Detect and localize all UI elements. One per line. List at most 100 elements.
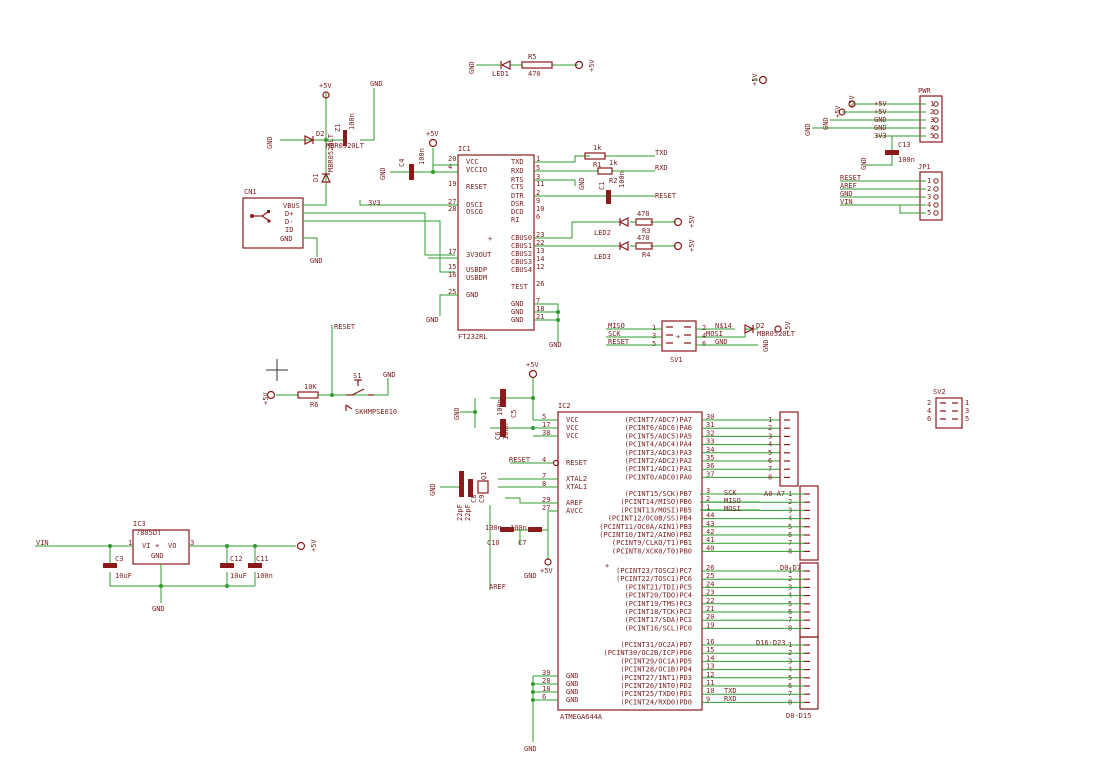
led3-ref: LED3 — [594, 253, 611, 261]
mcu-left-pin-name: AREF — [566, 499, 583, 507]
mcu-right-pin-name: (PCINT21/TDI)PC5 — [625, 583, 692, 591]
c7-ref: C7 — [518, 539, 526, 547]
ft-right-pin-num: 6 — [536, 213, 540, 221]
power-input-diodes: +5V GND GND D2 Z1 100n MBR0520LT D1 MBR0… — [266, 80, 383, 183]
ft-right-pin-name: DCD — [511, 208, 524, 216]
mcu-left-pin-num: 39 — [542, 669, 550, 677]
mcu-right-pin-name: (PCINT16/SCL)PC0 — [625, 624, 692, 632]
c3-ref: C3 — [115, 555, 123, 563]
jp-pin-icon — [933, 202, 939, 208]
mcu-left-pin-num: 27 — [542, 504, 550, 512]
mcu-left-pin-name: GND — [566, 696, 579, 704]
pwr-pin-icon — [933, 117, 939, 123]
ft-right-pin-num: 5 — [536, 164, 540, 172]
r5-val: 470 — [528, 70, 541, 78]
sv1-reset: RESET — [608, 338, 630, 346]
mcu-right-pin-num: 11 — [706, 679, 714, 687]
ft-right-pin-name: RXD — [511, 167, 524, 175]
mcu-right-pin-num: 41 — [706, 536, 714, 544]
mcu-right-pin-num: 31 — [706, 421, 714, 429]
r3-ref: R3 — [642, 227, 650, 235]
c6-val: 100n — [502, 423, 510, 440]
sv2-pin: 6 — [927, 415, 931, 423]
mcu-right-pin-name: (PCINT2/ADC2)PA2 — [625, 457, 692, 465]
sv2-pin: 4 — [927, 407, 931, 415]
ic3-ref: IC3 — [133, 520, 146, 528]
c8-ref: C8 — [470, 495, 478, 503]
jp1-ref: JP1 — [918, 163, 931, 171]
c3-val: 10uF — [115, 572, 132, 580]
ft-right-pin-name: CBUS2 — [511, 250, 532, 258]
mcu-right-pin-name: (PCINT17/SDA)PC1 — [625, 616, 692, 624]
ft-right-pin-name: DTR — [511, 192, 524, 200]
mcu-right-pin-num: 16 — [706, 638, 714, 646]
sv1-center-mark: + — [676, 333, 680, 341]
reg-plus: + — [155, 542, 159, 550]
sv1-pin: 1 — [652, 324, 656, 332]
d1-val-2: MBR0520LT — [327, 133, 335, 172]
gnd-label: GND — [379, 167, 387, 180]
jp-pin-num: 1 — [927, 177, 931, 185]
sv2-pin: 2 — [927, 399, 931, 407]
gnd-label: GND — [762, 339, 770, 352]
mcu-right-pin-num: 25 — [706, 572, 714, 580]
mcu-left-pin-name: RESET — [566, 459, 588, 467]
ft-right-pin-num: 23 — [536, 231, 544, 239]
port-header-pin-num: 5 — [768, 449, 772, 457]
led1-group: GND LED1 R5 470 +5V — [468, 53, 596, 78]
c13-val: 100n — [898, 156, 915, 164]
reset-net-label: RESET — [334, 323, 356, 331]
usb-pin-gnd: GND — [280, 235, 293, 243]
ft-left-pin-name: USBDP — [466, 266, 487, 274]
reset-net-label: RESET — [509, 456, 531, 464]
ft-left-pin-name: RESET — [466, 183, 488, 191]
reg-vi: VI — [142, 542, 150, 550]
d2-ref: D2 — [316, 130, 324, 138]
jp-net-vin: VIN — [840, 198, 853, 206]
r2-val: 1k — [609, 159, 618, 167]
jp-net-aref: AREF — [840, 182, 857, 190]
ft-left-pin-num: 25 — [448, 288, 456, 296]
ft-right-pin-num: 1 — [536, 155, 540, 163]
port-header-pin-num: 4 — [768, 441, 772, 449]
pwr-pin-num: 2 — [930, 108, 934, 116]
p5v-symbol: +5V — [751, 73, 768, 86]
mcu-left-pin-name: AVCC — [566, 507, 583, 515]
atmega-right-pins: 30(PCINT7/ADC7)PA731(PCINT6/ADC6)PA632(P… — [599, 413, 780, 706]
sv2-header: SV2 2 4 6 1 3 5 — [927, 388, 969, 429]
c7-val: 100n — [510, 524, 527, 532]
mcu-right-pin-name: (PCINT7/ADC7)PA7 — [625, 416, 692, 424]
mcu-right-pin-name: (PCINT0/ADC0)PA0 — [625, 473, 692, 481]
port-headers: 12345678123456781234567812345678A0-A7D0-… — [756, 411, 819, 720]
pwr-pin-icon — [933, 133, 939, 139]
mcu-right-pin-name: (PCINT31/OC2A)PD7 — [620, 641, 692, 649]
mcu-right-pin-name: (PCINT10/INT2/AIN0)PB2 — [599, 531, 692, 539]
pwr-pin-num: 1 — [930, 100, 934, 108]
jp-pin-num: 5 — [927, 209, 931, 217]
mcu-right-pin-num: 36 — [706, 462, 714, 470]
r6-ref: R6 — [310, 401, 318, 409]
r2-ref: R2 — [609, 177, 617, 185]
ic2-part: ATMEGA644A — [560, 713, 603, 721]
mcu-right-pin-name: (PCINT30/OC2B/ICP)PD6 — [603, 649, 692, 657]
mosi-net-label: MOSI — [724, 505, 741, 513]
ft-right-pin-name: RI — [511, 216, 519, 224]
ft-left-pin-name: OSCO — [466, 208, 483, 216]
pwr-net-4: GND — [874, 124, 887, 132]
r1-ref: R1 — [593, 161, 601, 169]
pwr-net-2: +5V — [874, 108, 887, 116]
ft232-peripherals: +5V C4 100n GND 3V3 GND 1k R1 1k R2 TXD … — [359, 130, 696, 349]
ic1-part: FT232RL — [458, 333, 488, 341]
mcu-right-pin-num: 33 — [706, 438, 714, 446]
ft-right-pin-num: 14 — [536, 255, 544, 263]
mcu-right-pin-name: (PCINT9/CLKO/T1)PB1 — [612, 539, 692, 547]
jp-net-reset: RESET — [840, 174, 862, 182]
c10-ref: C10 — [487, 539, 500, 547]
mcu-right-pin-name: (PCINT12/OC0B/SS)PB4 — [608, 515, 692, 523]
sv2-ref: SV2 — [933, 388, 946, 396]
pwr-pin-num: 5 — [930, 132, 934, 140]
p5v-label: +5V — [540, 567, 553, 575]
